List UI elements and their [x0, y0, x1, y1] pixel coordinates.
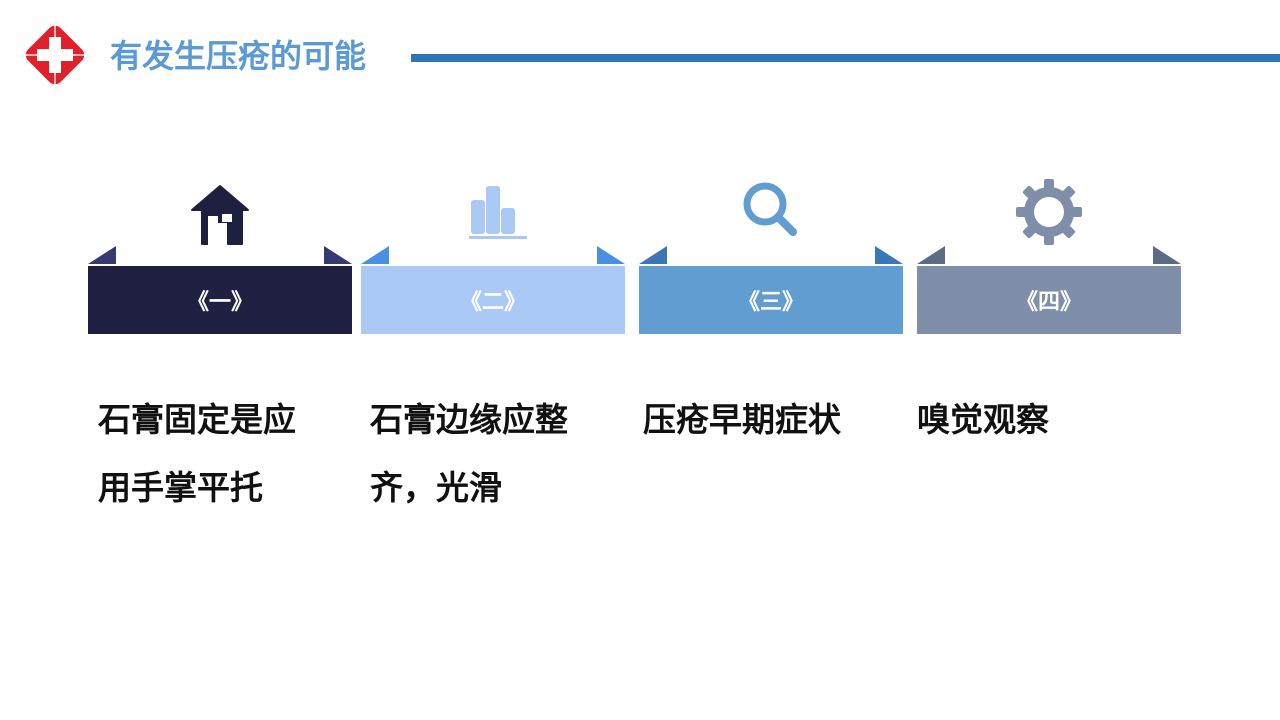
bar-chart-icon: [457, 176, 529, 248]
description-line: 嗅觉观察: [917, 400, 1049, 439]
description-line: 石膏边缘应整: [370, 400, 568, 439]
card-label: 《四》: [1015, 290, 1082, 315]
description-2: 石膏边缘应整 齐，光滑: [370, 386, 610, 522]
red-cross-icon: [22, 22, 88, 88]
title-divider: [411, 54, 1280, 62]
description-line: 用手掌平托: [98, 468, 263, 507]
card-2: 《二》: [361, 170, 625, 335]
description-3: 压疮早期症状: [643, 386, 883, 454]
ribbon-fold-left: [88, 246, 116, 264]
ribbon-fold-right: [324, 246, 352, 264]
card-label-band: 《二》: [361, 266, 625, 334]
card-3: 《三》: [639, 170, 903, 335]
card-label-band: 《三》: [639, 266, 903, 334]
card-label-band: 《四》: [917, 266, 1181, 334]
ribbon-fold-right: [875, 246, 903, 264]
ribbon-fold-right: [1153, 246, 1181, 264]
card-1: 《一》: [88, 170, 352, 335]
ribbon-fold-left: [639, 246, 667, 264]
card-label: 《一》: [186, 290, 253, 315]
search-icon: [735, 176, 807, 248]
card-label-band: 《一》: [88, 266, 352, 334]
card-label: 《二》: [459, 290, 526, 315]
description-line: 压疮早期症状: [643, 400, 841, 439]
page-title: 有发生压疮的可能: [110, 37, 367, 75]
ribbon-fold-right: [597, 246, 625, 264]
description-line: 石膏固定是应: [98, 400, 296, 439]
description-4: 嗅觉观察: [917, 386, 1157, 454]
card-label: 《三》: [737, 290, 804, 315]
home-icon: [184, 176, 256, 248]
description-1: 石膏固定是应 用手掌平托: [98, 386, 338, 522]
gear-icon: [1013, 176, 1085, 248]
card-4: 《四》: [917, 170, 1181, 335]
description-line: 齐，光滑: [370, 468, 502, 507]
ribbon-fold-left: [917, 246, 945, 264]
ribbon-fold-left: [361, 246, 389, 264]
